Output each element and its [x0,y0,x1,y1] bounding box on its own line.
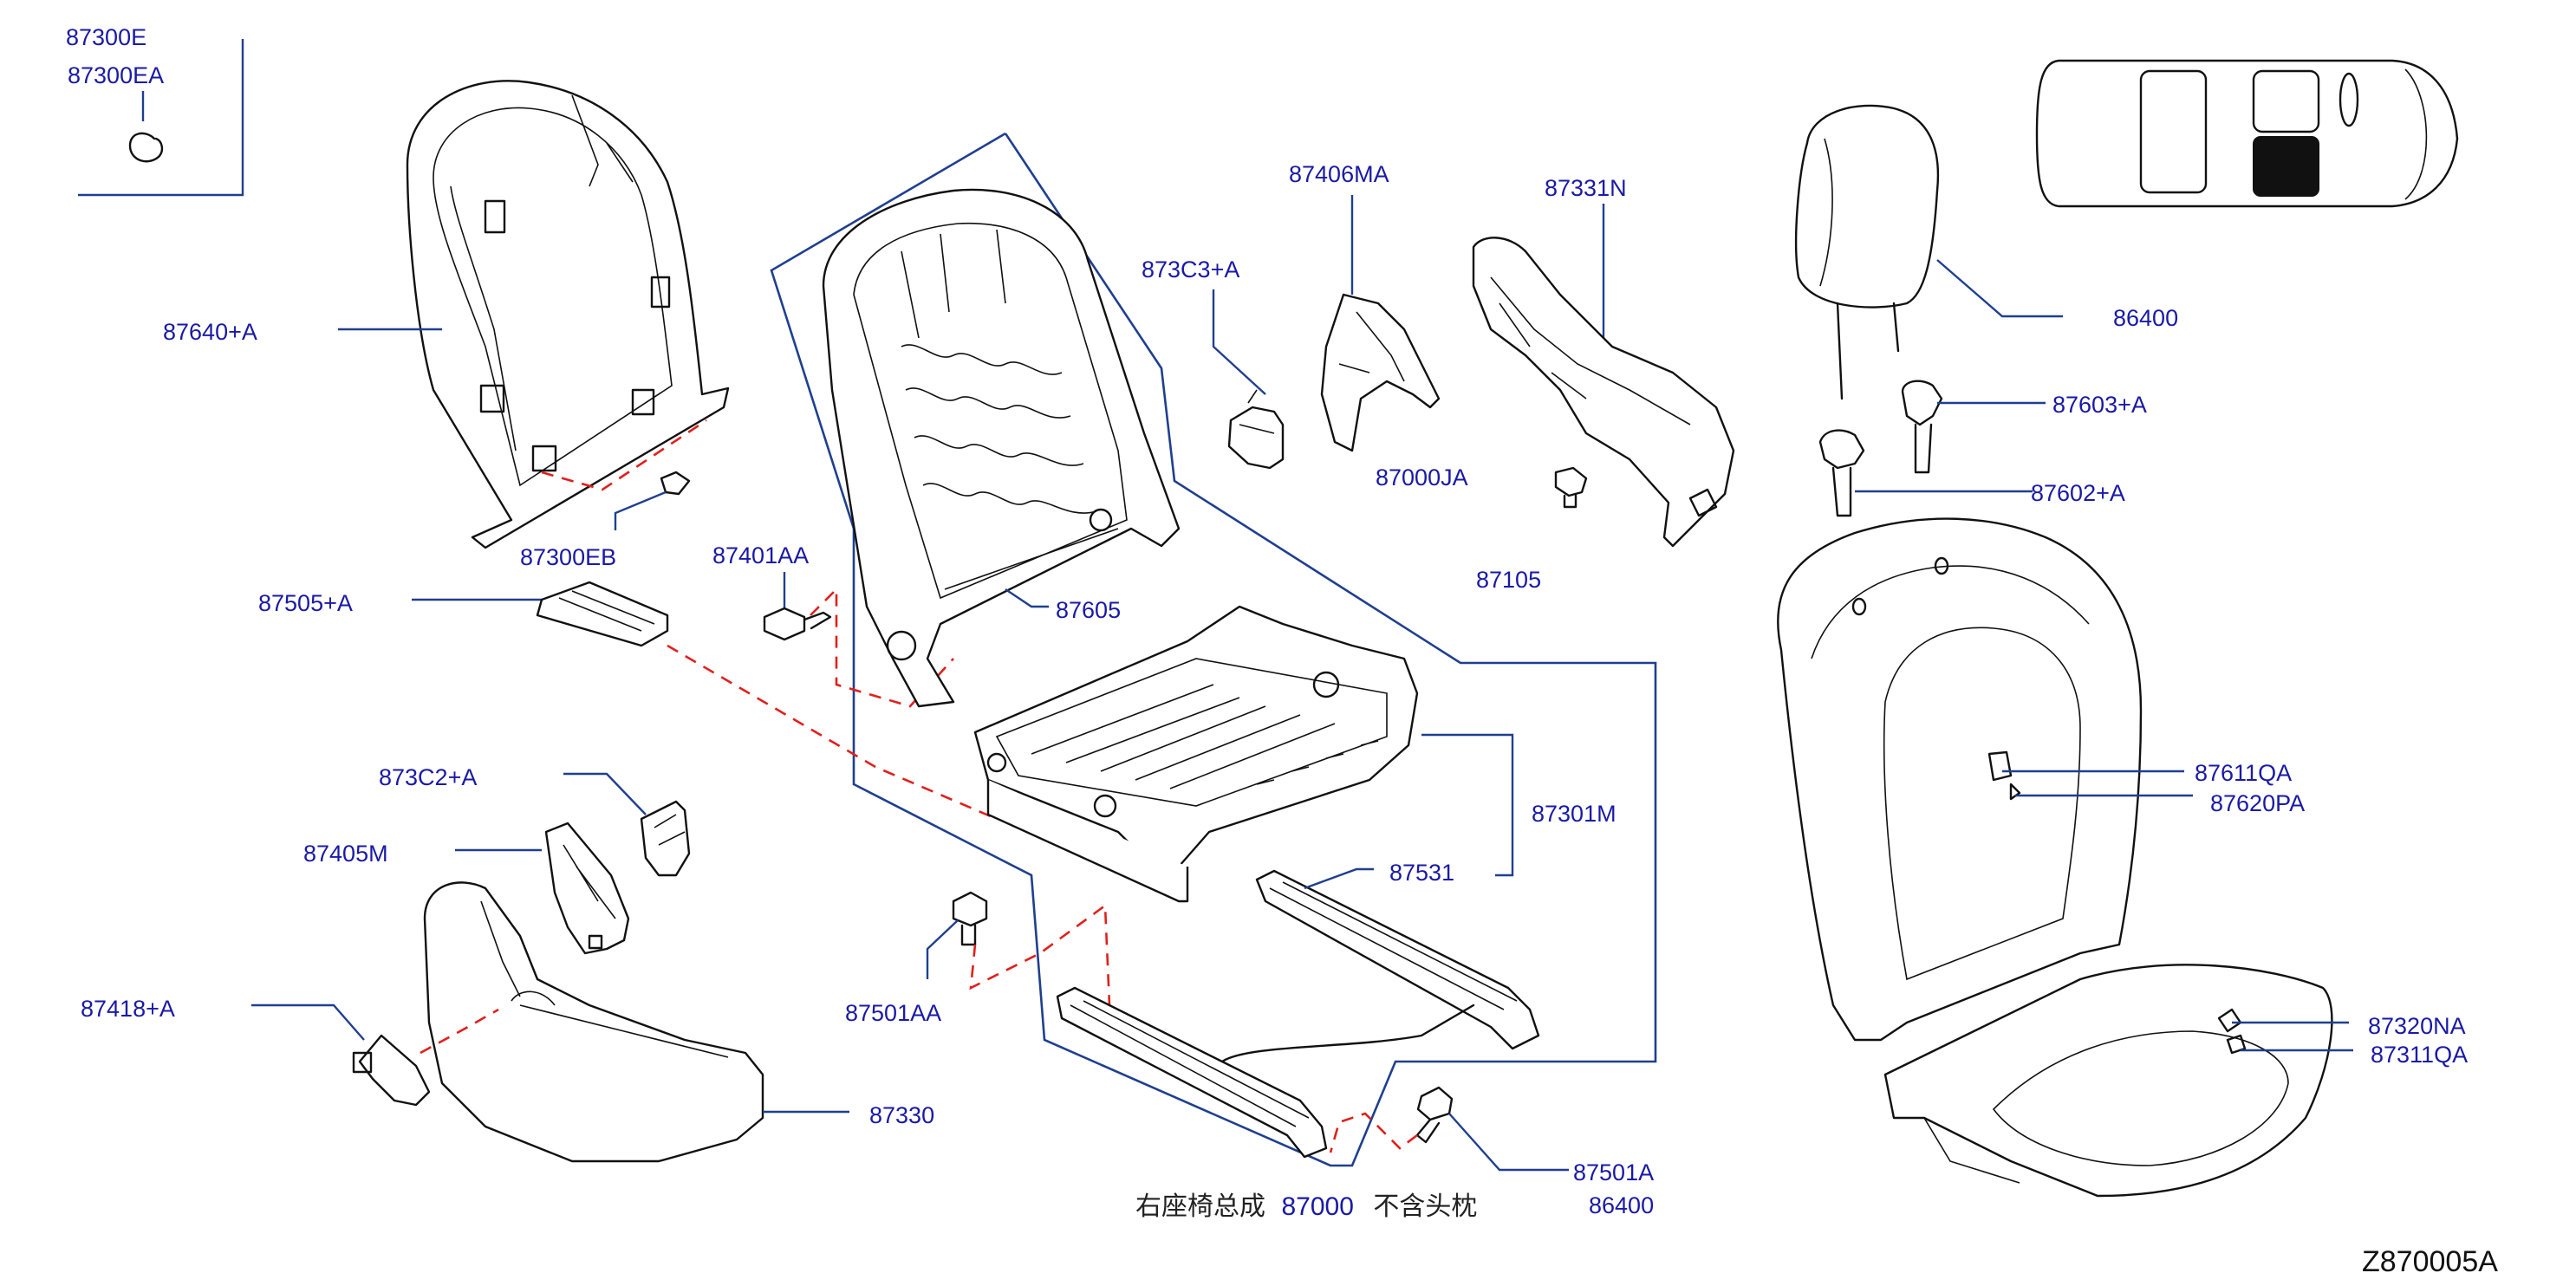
headrest-86400 [1794,104,2063,400]
bolt-87501AA [926,891,1111,1006]
footer-text-left: 右座椅总成 [1135,1192,1265,1222]
footer-caption: 右座椅总成 87000 不含头枕 [1135,1192,1477,1222]
label-87320NA: 87320NA [2368,1013,2466,1039]
label-87501A: 87501A [1573,1159,1654,1185]
side-trim-87330 [423,881,849,1163]
label-87300E: 87300E [66,24,146,50]
guide-87603A [1901,380,2046,474]
guide-87602A [1818,429,2033,517]
label-86400: 86400 [2113,305,2178,331]
seat-back-frame [822,188,1181,708]
label-87300EB: 87300EB [520,544,616,570]
label-87418A: 87418+A [81,996,175,1022]
label-87405M: 87405M [303,841,388,867]
seat-position-highlight [2253,136,2319,197]
footer-text-right: 不含头枕 [1373,1192,1477,1222]
label-87330: 87330 [869,1102,934,1128]
back-trim-87331N [1472,204,1735,548]
cover-873C3A [1212,289,1285,470]
label-87300EA: 87300EA [68,62,164,88]
seat-rail-87531 [1255,867,1540,1050]
assembly-outline [770,132,1657,1167]
clip-87300EB [614,471,691,530]
label-87603A: 87603+A [2052,392,2147,418]
seat-back-panel [338,80,730,549]
label-87611QA: 87611QA [2195,760,2292,786]
label-86400-footer: 86400 [1589,1192,1654,1218]
seat-cover [1777,517,2353,1198]
label-87406MA: 87406MA [1289,161,1389,187]
cover-873C2A [563,772,691,877]
label-87401AA: 87401AA [712,542,809,568]
label-87531: 87531 [1389,860,1454,886]
label-87505A: 87505+A [258,590,353,616]
car-position-icon [2035,59,2459,208]
cover-87405M [455,822,630,955]
label-87602A: 87602+A [2031,480,2125,506]
footer-part-number: 87000 [1281,1192,1353,1221]
cover-87406MA [1320,195,1441,452]
label-87640A: 87640+A [163,319,257,345]
label-87331N: 87331N [1545,175,1627,201]
bolt-87501A [1329,1086,1569,1172]
seat-cushion-frame [973,605,1514,903]
label-87620PA: 87620PA [2210,790,2305,816]
label-87105: 87105 [1476,567,1541,593]
label-873C2A: 873C2+A [379,764,477,790]
label-87000JA: 87000JA [1376,464,1468,490]
clip-87000JA [1554,466,1588,509]
clip-87300E [78,39,244,197]
knob-87418A [251,1003,499,1107]
label-87605: 87605 [1056,597,1121,623]
label-87301M: 87301M [1532,801,1617,827]
label-87311QA: 87311QA [2371,1042,2468,1068]
label-87501AA: 87501AA [845,1000,941,1026]
label-873C3A: 873C3+A [1142,257,1239,283]
bracket-87505A [412,581,998,821]
diagram-code: Z870005A [2362,1245,2498,1278]
seat-rail-lower [1056,986,1475,1159]
